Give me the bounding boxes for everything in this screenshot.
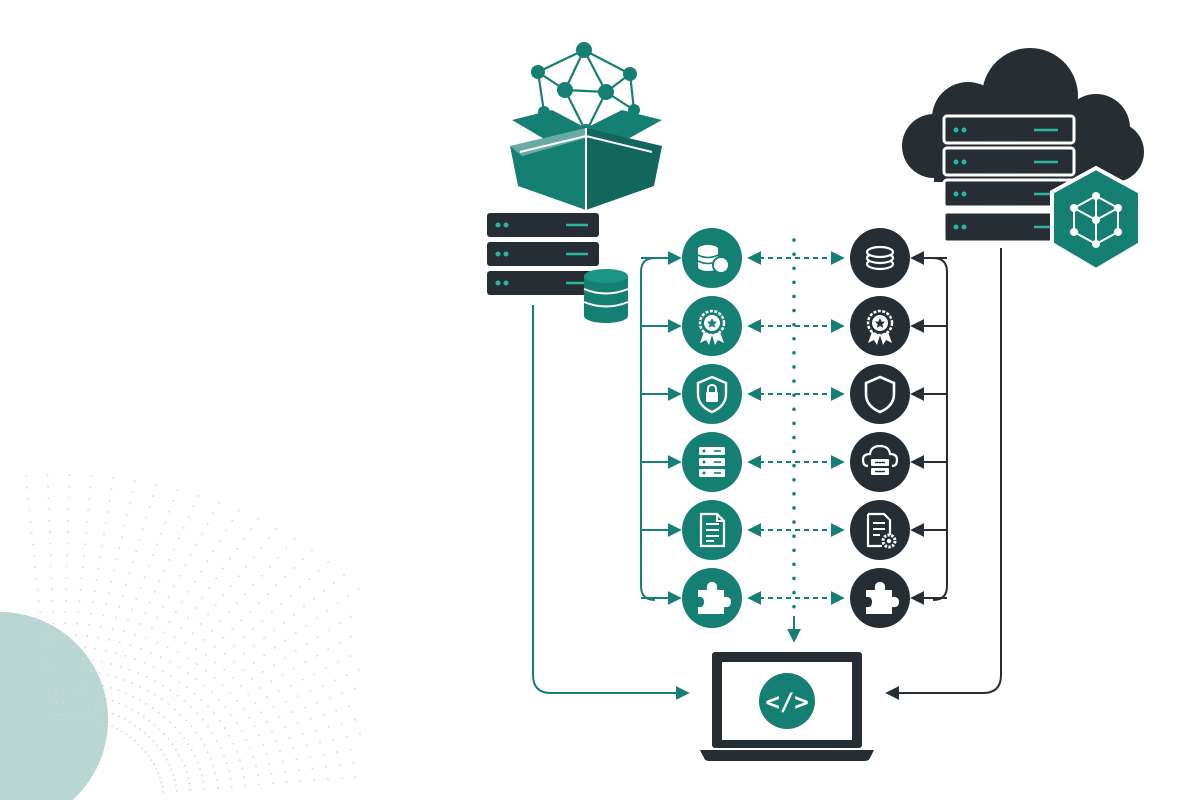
feature-row (641, 228, 947, 288)
light-teal-blob (0, 612, 108, 800)
document-icon (682, 500, 742, 560)
shield-icon (850, 364, 910, 424)
puzzle-icon (682, 568, 742, 628)
server-stack-icon (682, 432, 742, 492)
feature-row (641, 296, 947, 356)
left-bracket-line (640, 257, 656, 601)
laptop-code-icon: </> (700, 652, 874, 761)
document-gear-icon (850, 500, 910, 560)
feature-row (641, 432, 947, 492)
hexagon-network-icon (1050, 165, 1142, 273)
local-to-laptop-connector (532, 305, 690, 700)
dot-pattern (24, 474, 361, 793)
right-bracket-line (932, 257, 948, 601)
feature-rows (641, 228, 947, 628)
award-badge-icon (682, 296, 742, 356)
award-badge-icon (850, 296, 910, 356)
cloud-server-icon (902, 48, 1144, 244)
laptop-code-glyph: </> (765, 688, 808, 716)
cloud-server-icon (850, 432, 910, 492)
coins-icon (850, 228, 910, 288)
shield-lock-icon (682, 364, 742, 424)
feature-row (641, 364, 947, 424)
feature-row (641, 568, 947, 628)
database-coins-icon (682, 228, 742, 288)
server-database-icon (487, 213, 629, 323)
puzzle-icon (850, 568, 910, 628)
background-decoration (0, 474, 361, 800)
open-box-network-icon (510, 42, 662, 210)
cloud-to-laptop-connector (885, 248, 1002, 700)
feature-row (641, 500, 947, 560)
